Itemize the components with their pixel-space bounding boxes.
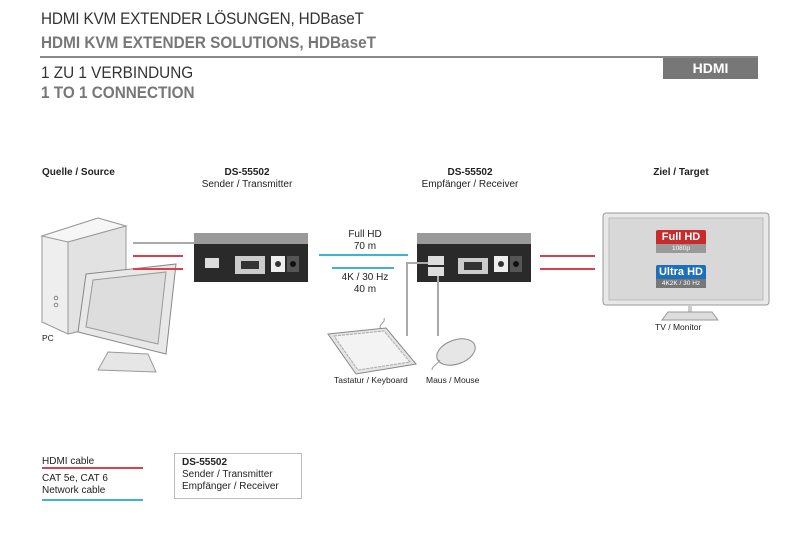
pc-illustration — [40, 217, 177, 373]
legend-network-line — [42, 499, 143, 501]
legend-box-line2: Empfänger / Receiver — [182, 481, 279, 492]
keyboard-cable — [406, 262, 408, 336]
fullhd-screen-badge: Full HD — [656, 230, 706, 244]
divider — [40, 56, 758, 58]
pc-label: PC — [42, 333, 54, 343]
fullhd-distance: 70 m — [353, 241, 377, 252]
legend-hdmi-line — [42, 467, 143, 469]
title-en: HDMI KVM EXTENDER SOLUTIONS, HDBaseT — [41, 33, 376, 52]
keyboard-label: Tastatur / Keyboard — [334, 375, 408, 385]
sender-model: DS-55502 — [224, 167, 270, 178]
legend-box-line1: Sender / Transmitter — [182, 469, 273, 480]
sender-role: Sender / Transmitter — [201, 179, 293, 190]
ultrahd-screen-sub: 4K2K / 30 Hz — [656, 279, 706, 288]
receiver-model: DS-55502 — [447, 167, 493, 178]
source-title: Quelle / Source — [42, 167, 115, 178]
mouse-label: Maus / Mouse — [426, 375, 480, 385]
receiver-role: Empfänger / Receiver — [421, 179, 519, 190]
keyboard-illustration — [327, 317, 417, 375]
legend-cat-line1: CAT 5e, CAT 6 — [42, 473, 108, 484]
mouse-illustration — [431, 338, 476, 371]
receiver-device — [417, 233, 531, 282]
legend-hdmi-label: HDMI cable — [42, 456, 95, 467]
target-title: Ziel / Target — [653, 167, 709, 178]
hdmi-cable-tv-2 — [540, 268, 595, 270]
hdmi-badge: HDMI — [663, 58, 758, 79]
legend-device-box: DS-55502 Sender / Transmitter Empfänger … — [174, 453, 302, 499]
sender-device — [194, 233, 308, 282]
legend-cat-line2: Network cable — [42, 485, 106, 496]
source-header: Quelle / Source — [42, 167, 115, 179]
usb-cable-pc — [133, 242, 207, 244]
network-cable-1 — [319, 254, 408, 256]
target-header: Ziel / Target — [621, 167, 741, 179]
title-de: HDMI KVM EXTENDER LÖSUNGEN, HDBaseT — [41, 9, 364, 28]
legend-box-model: DS-55502 — [182, 457, 228, 468]
subtitle-en: 1 TO 1 CONNECTION — [41, 83, 195, 102]
keyboard-cable-top — [406, 262, 428, 264]
hdmi-cable-tv-1 — [540, 255, 595, 257]
fullhd-label: Full HD — [348, 229, 382, 240]
uhd-label: 4K / 30 Hz — [341, 272, 389, 283]
uhd-distance: 40 m — [353, 284, 377, 295]
subtitle-de: 1 ZU 1 VERBINDUNG — [41, 63, 194, 82]
network-cable-2 — [332, 267, 394, 269]
hdmi-cable-pc-1 — [133, 255, 183, 257]
mouse-cable — [437, 276, 439, 336]
tv-label: TV / Monitor — [655, 322, 702, 332]
fullhd-screen-sub: 1080p — [656, 244, 706, 253]
ultrahd-screen-badge: Ultra HD — [656, 265, 706, 279]
hdmi-cable-pc-2 — [133, 268, 183, 270]
